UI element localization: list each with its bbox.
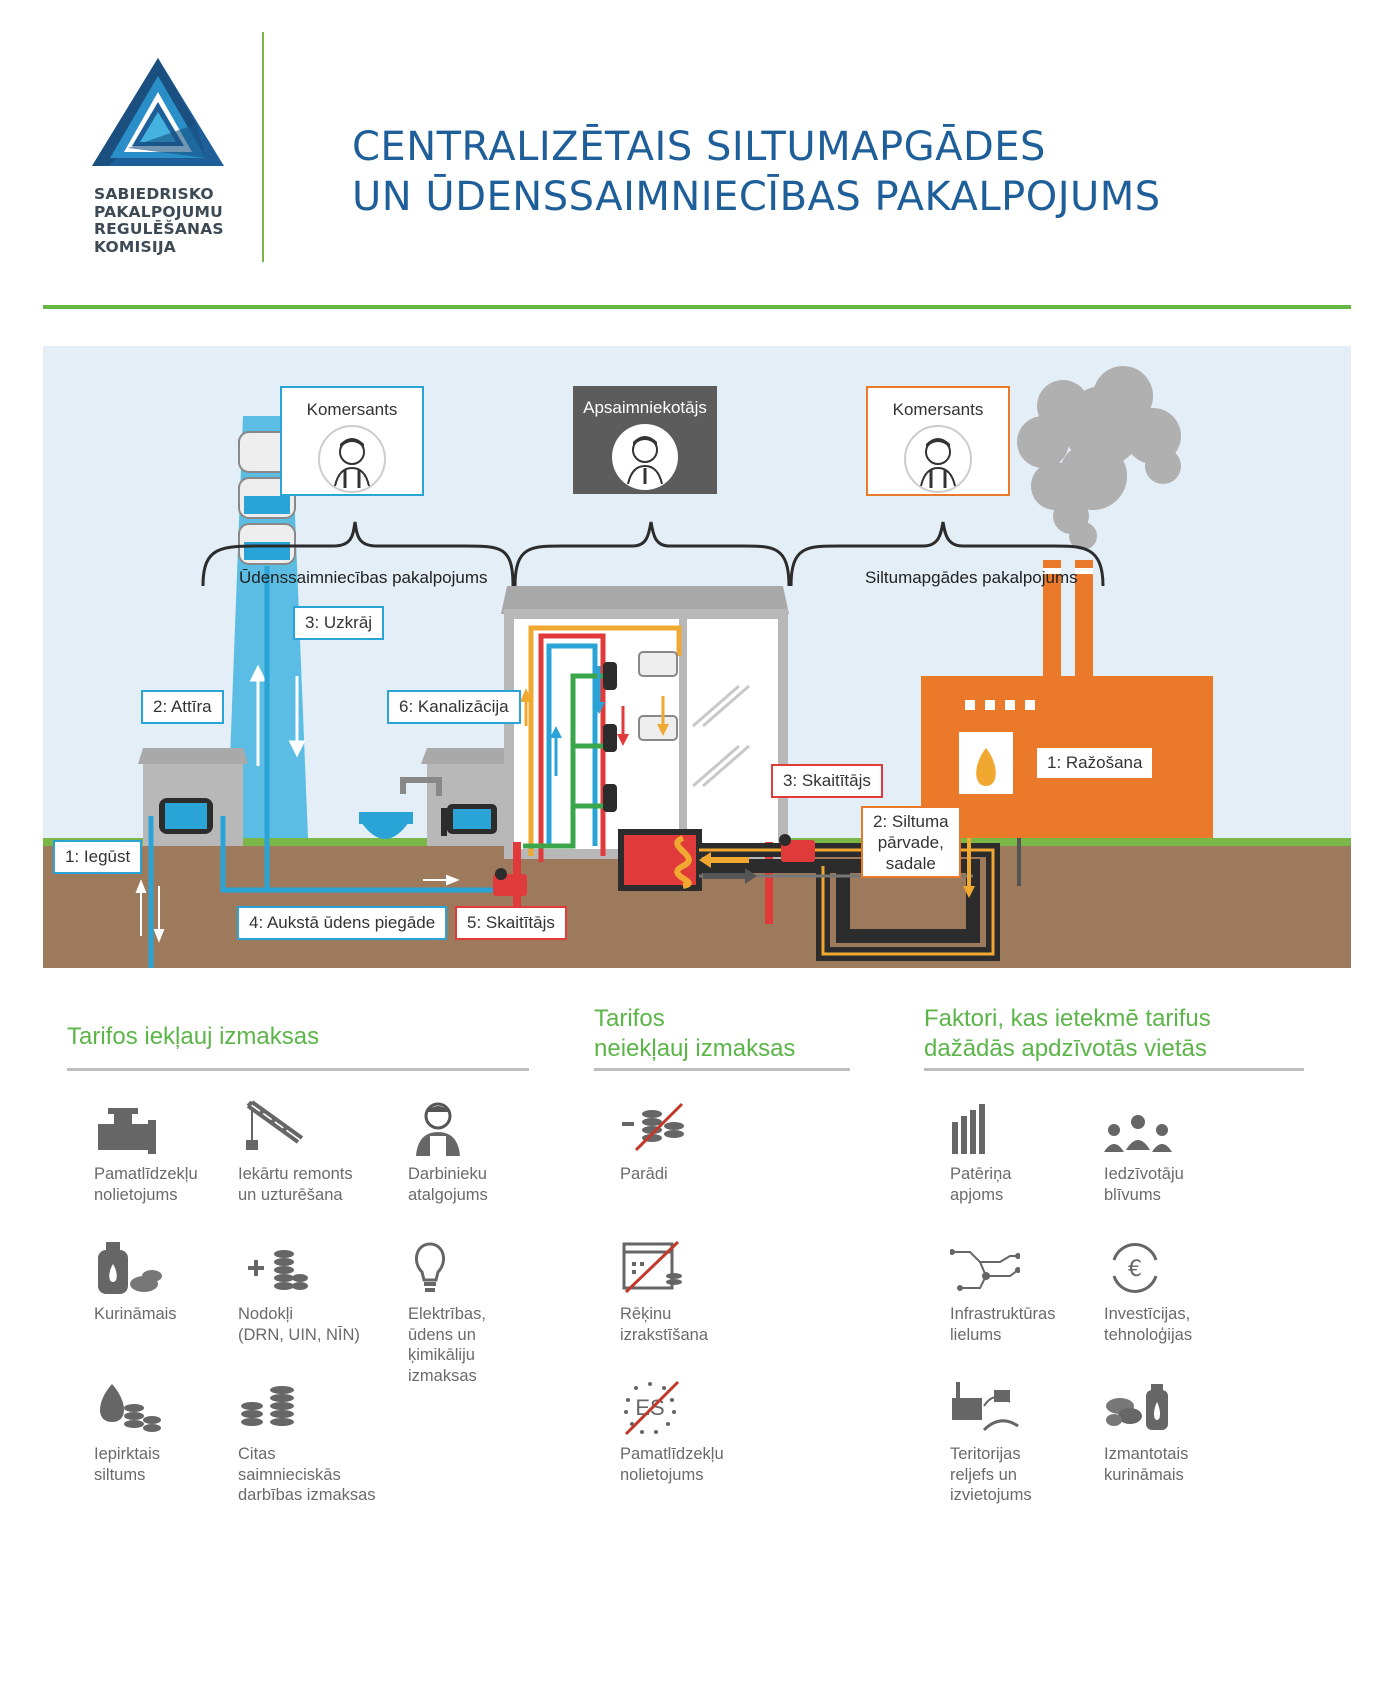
excluded-item-label: Parādi (620, 1165, 668, 1183)
label-kanalizacija: 6: Kanalizācija (387, 690, 521, 724)
title-line-1: CENTRALIZĒTAIS SILTUMAPGĀDES (352, 124, 1046, 170)
plus-coins-icon (248, 1250, 308, 1290)
header-divider (262, 32, 264, 262)
pipe-valve-icon (98, 1108, 156, 1154)
included-item-label: Nodokļi (DRN, UIN, NĪN) (238, 1305, 360, 1344)
included-item-label: Iepirktais siltums (94, 1445, 161, 1484)
factor-item-label: Infrastruktūras lielums (950, 1305, 1056, 1344)
people-icon (1104, 1115, 1172, 1152)
included-item: Nodokļi (DRN, UIN, NĪN) (238, 1240, 388, 1345)
included-item: Citas saimnieciskās darbības izmaksas (238, 1380, 388, 1506)
excluded-underline (594, 1068, 850, 1071)
role-heat-operator-label: Komersants (892, 400, 984, 419)
lightbulb-icon (414, 1242, 446, 1292)
factor-item: Teritorijas reljefs un izvietojums (950, 1380, 1100, 1506)
factor-item-label: Iedzīvotāju blīvums (1104, 1165, 1184, 1204)
excluded-title: Tarifos neiekļauj izmaksas (594, 1005, 796, 1062)
included-item: Iekārtu remonts un uzturēšana (238, 1100, 388, 1205)
heat-service-label: Siltumapgādes pakalpojums (865, 568, 1078, 587)
person-icon (904, 425, 972, 493)
included-item-label: Citas saimnieciskās darbības izmaksas (238, 1445, 376, 1504)
water-service-label: Ūdenssaimniecības pakalpojums (239, 568, 488, 587)
factors-title: Faktori, kas ietekmē tarifus dažādās apd… (924, 1005, 1211, 1062)
label-uzkraj: 3: Uzkrāj (293, 606, 385, 640)
factors-underline (924, 1068, 1304, 1071)
euro-cycle-icon: € (1112, 1243, 1158, 1293)
included-item-label: Darbinieku atalgojums (408, 1165, 488, 1204)
included-item: Kurināmais (94, 1240, 244, 1325)
network-icon (950, 1249, 1020, 1291)
included-title: Tarifos iekļauj izmaksas (67, 1023, 320, 1050)
factor-item-label: Patēriņa apjoms (950, 1165, 1012, 1204)
role-water-operator-label: Komersants (306, 400, 398, 419)
diagram-illustration (43, 346, 1351, 968)
included-underline (67, 1068, 529, 1071)
crane-icon (246, 1100, 304, 1150)
factor-item-label: Investīcijas, tehnoloģijas (1104, 1305, 1193, 1344)
role-building-manager: Apsaimniekotājs (573, 386, 717, 494)
role-heat-operator: Komersants (866, 386, 1010, 496)
included-item: Elektrības, ūdens un ķimikāliju izmaksas (408, 1240, 558, 1386)
org-name: SABIEDRISKO PAKALPOJUMU REGULĒŠANAS KOMI… (94, 185, 224, 256)
role-water-operator: Komersants (280, 386, 424, 496)
page-title: CENTRALIZĒTAIS SILTUMAPGĀDES UN ŪDENSSAI… (352, 122, 1161, 222)
factor-item: € Investīcijas, tehnoloģijas (1104, 1240, 1254, 1345)
minus-coins-crossed-icon (622, 1102, 684, 1152)
src-logo (92, 58, 224, 166)
person-icon (318, 425, 386, 493)
svg-text:€: € (1128, 1257, 1142, 1282)
excluded-item: Parādi (620, 1100, 770, 1185)
service-diagram: Komersants Apsaimniekotājs Komersants (43, 346, 1351, 968)
fuel-icon (1106, 1384, 1168, 1430)
label-skaititajs-heat: 3: Skaitītājs (771, 764, 883, 798)
label-razosana: 1: Ražošana (1035, 746, 1155, 780)
label-iegust: 1: Iegūst (53, 840, 143, 874)
label-skaititajs-water: 5: Skaitītājs (455, 906, 567, 940)
factor-item: Izmantotais kurināmais (1104, 1380, 1254, 1485)
label-attira: 2: Attīra (141, 690, 224, 724)
title-line-2: UN ŪDENSSAIMNIECĪBAS PAKALPOJUMS (352, 174, 1161, 220)
coins-icon (241, 1386, 294, 1426)
factor-item: Infrastruktūras lielums (950, 1240, 1100, 1345)
factor-item: Iedzīvotāju blīvums (1104, 1100, 1254, 1205)
eu-funds-crossed-icon: ES (624, 1380, 680, 1436)
factor-item-label: Izmantotais kurināmais (1104, 1445, 1189, 1484)
included-item-label: Kurināmais (94, 1305, 177, 1323)
included-item: Iepirktais siltums (94, 1380, 244, 1485)
included-item-label: Pamatlīdzekļu nolietojums (94, 1165, 198, 1204)
invoice-crossed-icon (622, 1240, 682, 1294)
excluded-item-label: Rēķinu izrakstīšana (620, 1305, 709, 1344)
included-item-label: Elektrības, ūdens un ķimikāliju izmaksas (408, 1305, 486, 1385)
terrain-icon (952, 1382, 1019, 1432)
excluded-item: ES Pamatlīdzekļu nolietojums (620, 1380, 770, 1485)
excluded-item: Rēķinu izrakstīšana (620, 1240, 770, 1345)
excluded-item-label: Pamatlīdzekļu nolietojums (620, 1445, 724, 1484)
bar-chart-icon (952, 1104, 985, 1154)
header-separator (43, 305, 1351, 309)
included-item: Pamatlīdzekļu nolietojums (94, 1100, 244, 1205)
included-item-label: Iekārtu remonts un uzturēšana (238, 1165, 353, 1204)
manager-icon (612, 424, 678, 490)
factor-item: Patēriņa apjoms (950, 1100, 1100, 1205)
label-piegade: 4: Aukstā ūdens piegāde (237, 906, 448, 940)
factor-item-label: Teritorijas reljefs un izvietojums (950, 1445, 1032, 1504)
included-item: Darbinieku atalgojums (408, 1100, 558, 1205)
role-building-manager-label: Apsaimniekotājs (583, 398, 707, 417)
fuel-icon (98, 1242, 162, 1294)
label-parvade: 2: Siltuma pārvade, sadale (861, 806, 961, 878)
flame-coins-icon (100, 1384, 161, 1432)
worker-icon (416, 1102, 460, 1156)
